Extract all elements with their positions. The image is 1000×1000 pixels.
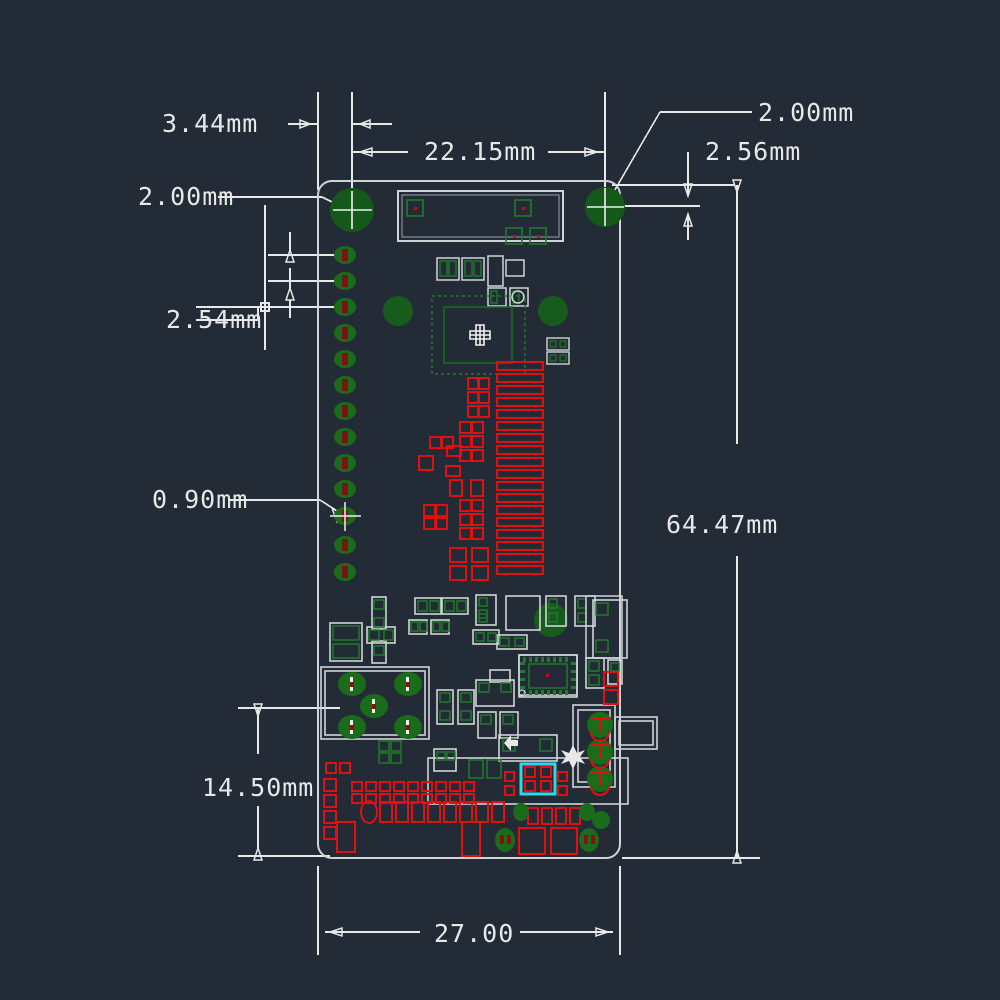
dim-label-256: 2.56mm	[705, 137, 801, 166]
bottom-via-pads	[495, 803, 610, 852]
arrow-2700-b	[595, 926, 611, 938]
red-smd-pads	[418, 377, 490, 581]
header-pad	[334, 402, 356, 420]
header-pad	[334, 298, 356, 316]
module-courtyard	[431, 295, 526, 375]
sd-socket-hole-centers	[350, 682, 410, 730]
dim-label-254: 2.54mm	[166, 305, 262, 334]
through-hole-pads-group	[330, 187, 625, 637]
diode-marker-icon	[504, 735, 518, 751]
sd-card-socket	[338, 672, 422, 739]
module-origin-marker	[469, 324, 491, 346]
header-pad	[334, 536, 356, 554]
module-pin1-marker	[511, 290, 525, 304]
arrow-256-b	[682, 211, 694, 227]
connector-pad-holes	[414, 207, 540, 238]
selected-component-highlight[interactable]	[519, 762, 557, 796]
arrow-254-b	[284, 285, 296, 301]
slide-switch	[587, 712, 613, 796]
header-pad	[334, 324, 356, 342]
dim-grip-254	[260, 302, 270, 312]
arrow-256-a	[682, 183, 694, 199]
arrow-2700-a	[327, 926, 343, 938]
hole-crosshairs	[333, 188, 624, 229]
lower-components-group	[320, 594, 658, 857]
module-body	[443, 306, 513, 364]
arrow-1450-b	[252, 845, 264, 861]
board-edge-cut	[317, 180, 621, 859]
header-pad	[334, 480, 356, 498]
connector-inner	[401, 194, 560, 238]
header-pad	[334, 350, 356, 368]
silkscreen-outlines	[320, 594, 658, 805]
arrow-2215-b	[584, 146, 600, 158]
dim-label-2700: 27.00	[434, 919, 514, 948]
dim-label-200-top-right: 2.00mm	[758, 98, 854, 127]
dim-label-1450: 14.50mm	[202, 773, 314, 802]
header-pad	[334, 563, 356, 581]
dim-label-6447: 64.47mm	[666, 510, 778, 539]
dim-label-090: 0.90mm	[152, 485, 248, 514]
dim-label-2215: 22.15mm	[424, 137, 536, 166]
right-red-pads	[603, 671, 619, 705]
connector-outline	[397, 190, 564, 242]
via-pad-c	[534, 603, 568, 637]
arrow-254-a	[284, 247, 296, 263]
via-pad-b	[538, 296, 568, 326]
arrow-6447-a	[731, 179, 743, 195]
esp32-module	[431, 290, 526, 375]
connector-pads	[406, 199, 547, 245]
header-pad	[334, 428, 356, 446]
arrow-2215-a	[357, 146, 373, 158]
header-pin-row-left	[330, 246, 361, 581]
qfn-ic	[518, 654, 578, 698]
header-pad	[334, 376, 356, 394]
arrow-1450-a	[252, 703, 264, 719]
arrow-6447-b	[731, 848, 743, 864]
smd-green-pads	[332, 597, 620, 779]
arrow-344-b	[357, 118, 371, 130]
right-edge-silk	[585, 595, 623, 659]
smd-right-of-module	[546, 337, 570, 365]
star-marker-icon	[561, 745, 585, 769]
header-pad-dim-ref	[330, 502, 361, 531]
dimension-text-group: 3.44mm 22.15mm 2.00mm 2.00mm 2.56mm 2.54…	[138, 98, 854, 948]
polarity-markers	[504, 735, 585, 769]
header-pad	[334, 246, 356, 264]
header-pad	[334, 272, 356, 290]
pcb-board-outline	[317, 180, 621, 859]
top-connector-group	[397, 190, 564, 245]
display-flex-traces	[496, 361, 544, 575]
header-pad	[334, 454, 356, 472]
arrow-344-a	[299, 118, 313, 130]
dim-label-200-top-left: 2.00mm	[138, 182, 234, 211]
dim-label-344: 3.44mm	[162, 109, 258, 138]
via-pad-a	[383, 296, 413, 326]
smd-cluster-top	[436, 255, 529, 307]
bottom-via-holes	[500, 835, 595, 844]
